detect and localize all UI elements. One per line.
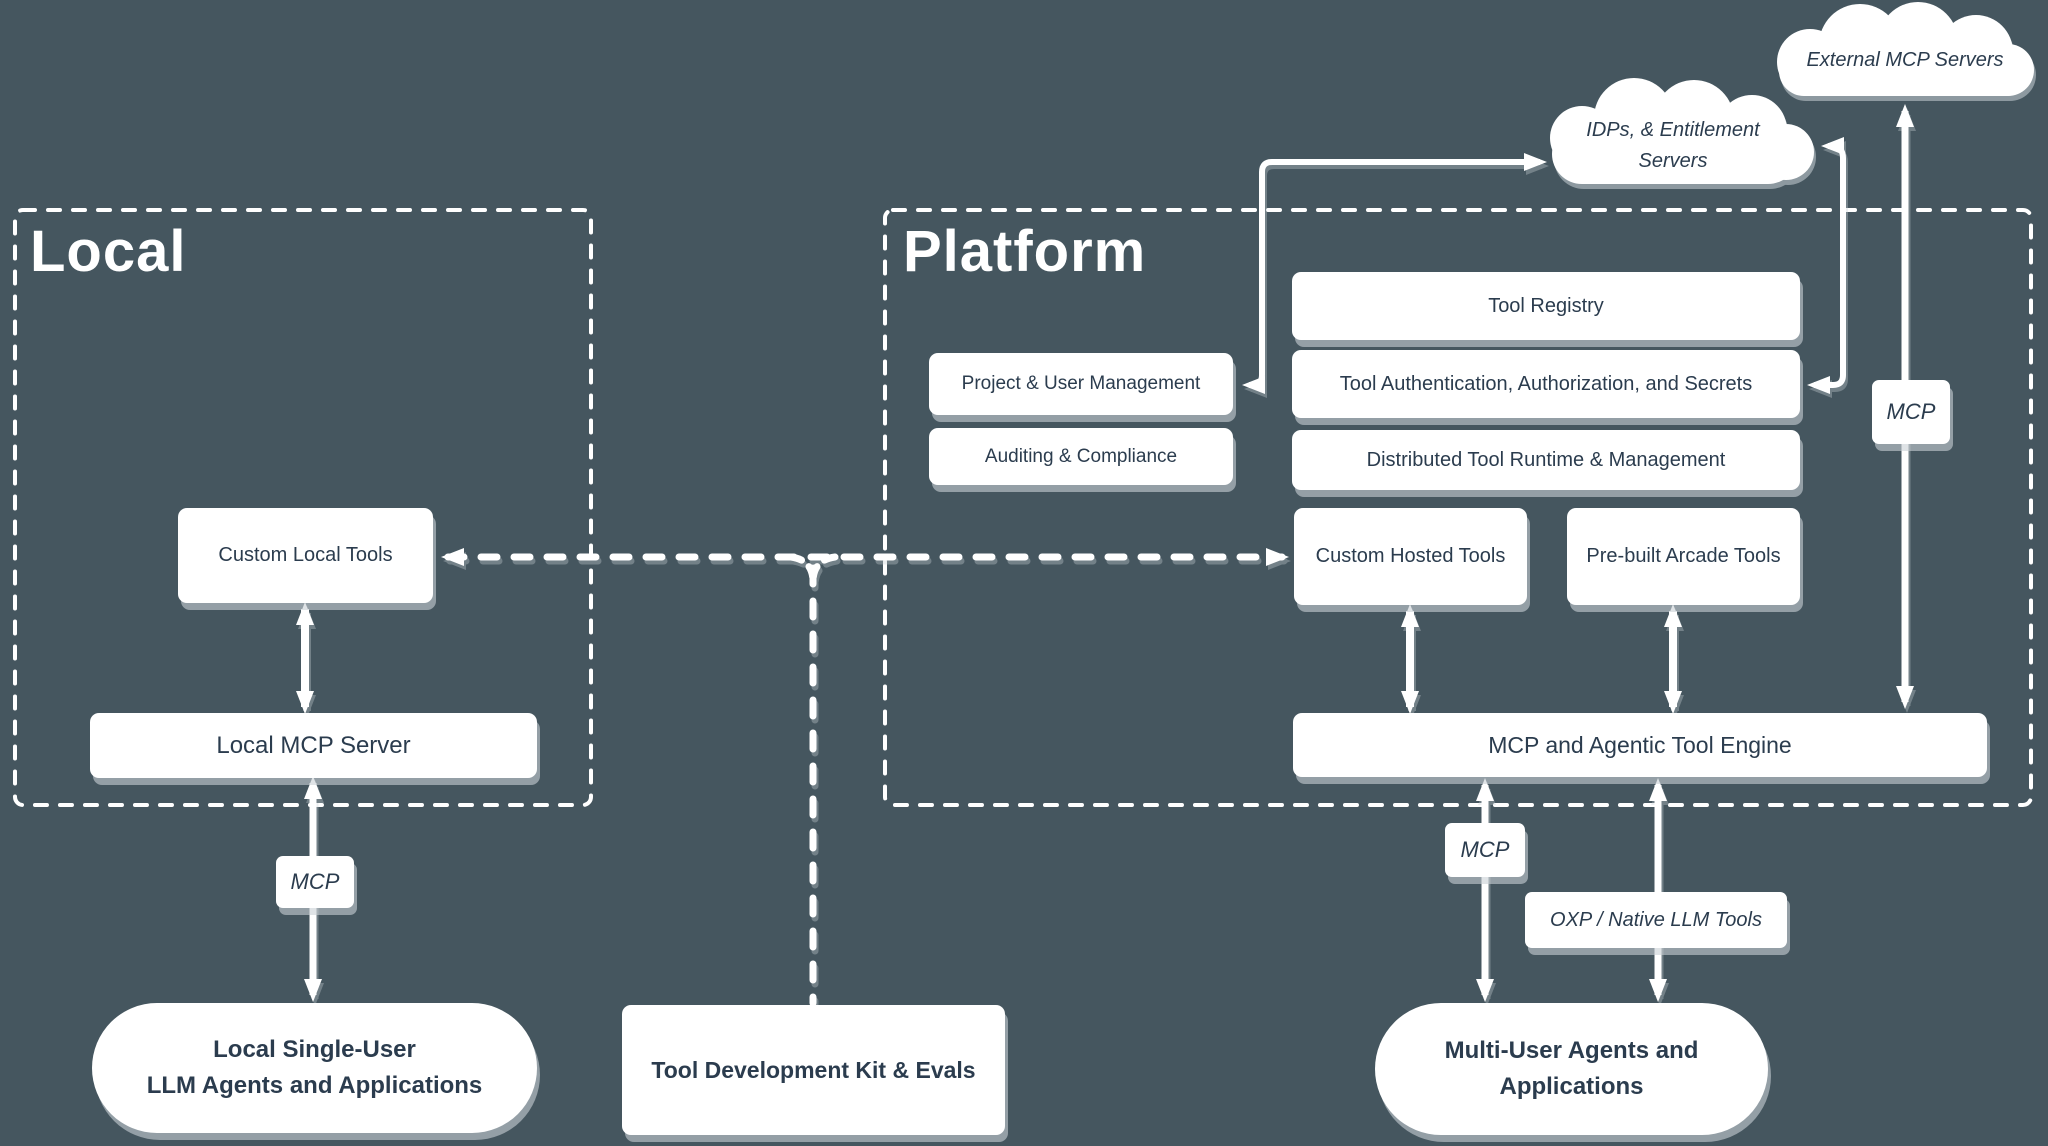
node-label: Project & User Management — [961, 373, 1201, 394]
idps-entitlement-servers-cloud: IDPs, & Entitlement Servers — [1550, 78, 1814, 184]
label-mcp-external: MCP — [1872, 380, 1950, 444]
chip-label: MCP — [1886, 399, 1936, 424]
node-custom-hosted-tools: Custom Hosted Tools — [1294, 508, 1527, 605]
node-project-user-management: Project & User Management — [929, 353, 1233, 415]
idps-cloud-label-line1: IDPs, & Entitlement — [1586, 119, 1761, 141]
chip-label: MCP — [290, 869, 340, 894]
external-mcp-servers-cloud: External MCP Servers — [1777, 2, 2034, 96]
node-distributed-tool-runtime: Distributed Tool Runtime & Management — [1292, 430, 1800, 490]
local-group-container — [13, 208, 593, 807]
label-mcp-local: MCP — [276, 856, 354, 908]
node-label: Custom Local Tools — [218, 544, 393, 566]
node-label: Local MCP Server — [216, 731, 411, 759]
terminal-label-line1: Local Single-User — [213, 1036, 416, 1063]
node-tool-authentication: Tool Authentication, Authorization, and … — [1292, 350, 1800, 418]
node-label: Distributed Tool Runtime & Management — [1366, 448, 1726, 471]
node-label: Auditing & Compliance — [984, 445, 1178, 467]
node-auditing-compliance: Auditing & Compliance — [929, 428, 1233, 485]
label-mcp-platform: MCP — [1445, 823, 1525, 877]
label-oxp-native-llm-tools: OXP / Native LLM Tools — [1525, 892, 1787, 948]
node-label: Tool Development Kit & Evals — [651, 1056, 976, 1083]
node-custom-local-tools: Custom Local Tools — [178, 508, 433, 603]
dashed-junction-right-curve — [809, 553, 839, 586]
node-tool-registry: Tool Registry — [1292, 272, 1800, 340]
node-label: MCP and Agentic Tool Engine — [1488, 731, 1792, 758]
local-group-title: Local — [30, 219, 187, 284]
chip-label: OXP / Native LLM Tools — [1550, 908, 1762, 931]
external-cloud-label: External MCP Servers — [1806, 49, 2003, 71]
platform-group-container — [883, 208, 2033, 807]
node-mcp-agentic-tool-engine: MCP and Agentic Tool Engine — [1293, 713, 1987, 777]
node-tool-development-kit: Tool Development Kit & Evals — [622, 1005, 1005, 1135]
idps-cloud-label-line2: Servers — [1639, 150, 1708, 172]
terminal-local-agents: Local Single-User LLM Agents and Applica… — [92, 1003, 537, 1133]
terminal-label-line2: LLM Agents and Applications — [146, 1072, 483, 1099]
platform-group-title: Platform — [903, 219, 1147, 284]
terminal-label-line2: Applications — [1499, 1073, 1644, 1100]
node-prebuilt-arcade-tools: Pre-built Arcade Tools — [1567, 508, 1800, 605]
node-label: Tool Authentication, Authorization, and … — [1339, 372, 1753, 395]
arrow-tool-auth-idps — [1807, 137, 1846, 394]
node-label: Tool Registry — [1488, 294, 1604, 317]
chip-label: MCP — [1460, 837, 1510, 862]
terminal-multi-user-agents: Multi-User Agents and Applications — [1375, 1003, 1768, 1135]
arrow-project-user-management-idps — [1242, 153, 1547, 394]
dashed-junction-left-curve — [787, 553, 817, 586]
node-local-mcp-server: Local MCP Server — [90, 713, 537, 778]
node-label: Custom Hosted Tools — [1315, 545, 1506, 567]
node-label: Pre-built Arcade Tools — [1586, 545, 1781, 567]
terminal-label-line1: Multi-User Agents and — [1444, 1037, 1699, 1064]
